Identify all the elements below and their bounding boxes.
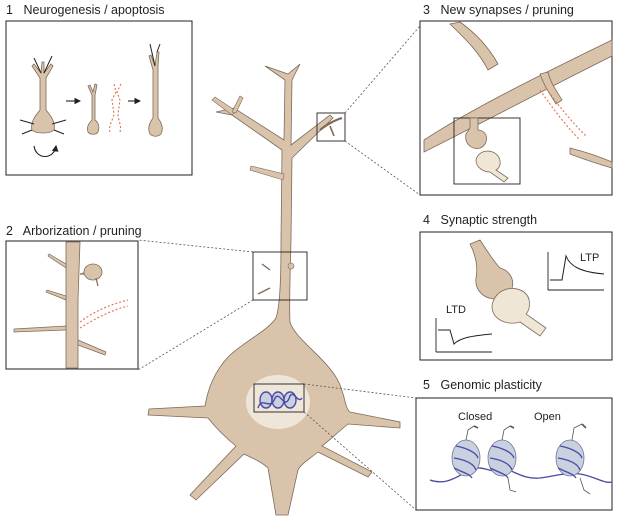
panel-3-number: 3 <box>423 3 430 17</box>
closed-label: Closed <box>458 411 492 423</box>
ltd-label: LTD <box>446 304 466 316</box>
panel-3-content <box>423 21 613 185</box>
nucleosome-icon <box>451 425 481 479</box>
panel-1-title: Neurogenesis / apoptosis <box>23 3 165 17</box>
callout-box-nucleus <box>253 383 305 413</box>
leader-lines <box>137 25 421 511</box>
panel-5-title: Genomic plasticity <box>440 378 542 392</box>
panel-2-content <box>13 241 129 369</box>
panel-4-content: LTP LTD <box>435 239 605 353</box>
panel-4-title: Synaptic strength <box>440 213 538 227</box>
panel-2-heading: 2 Arborization / pruning <box>6 224 142 238</box>
open-label: Open <box>534 411 561 423</box>
panel-1-heading: 1 Neurogenesis / apoptosis <box>6 3 165 17</box>
nucleosome-icon <box>487 425 517 493</box>
panel-4-number: 4 <box>423 213 430 227</box>
panel-3-heading: 3 New synapses / pruning <box>423 3 574 17</box>
neuron-body <box>147 63 401 516</box>
synapse-icon <box>465 117 509 183</box>
panel-2-title: Arborization / pruning <box>22 224 142 238</box>
panel-1-box <box>5 20 193 176</box>
panel-2-number: 2 <box>6 224 13 238</box>
panel-5-heading: 5 Genomic plasticity <box>423 378 542 392</box>
cycle-arrow-icon <box>33 144 59 158</box>
panel-3-title: New synapses / pruning <box>440 3 574 17</box>
panel-5-number: 5 <box>423 378 430 392</box>
ltd-graph <box>435 318 493 353</box>
ltp-graph <box>547 252 605 291</box>
neuron-icon <box>19 55 67 135</box>
nucleosome-icon <box>555 423 591 495</box>
panel-3-box <box>419 20 613 196</box>
nucleus-chromatin <box>257 391 303 409</box>
panel-1-number: 1 <box>6 3 13 17</box>
callout-box-dendrite <box>252 251 308 301</box>
main-neuron <box>147 63 401 516</box>
panel-4-heading: 4 Synaptic strength <box>423 213 537 227</box>
panel-5-content: Closed Open <box>429 411 613 495</box>
panel-1-content <box>19 43 163 158</box>
ltp-label: LTP <box>580 252 599 264</box>
callout-box-spine <box>316 112 346 142</box>
